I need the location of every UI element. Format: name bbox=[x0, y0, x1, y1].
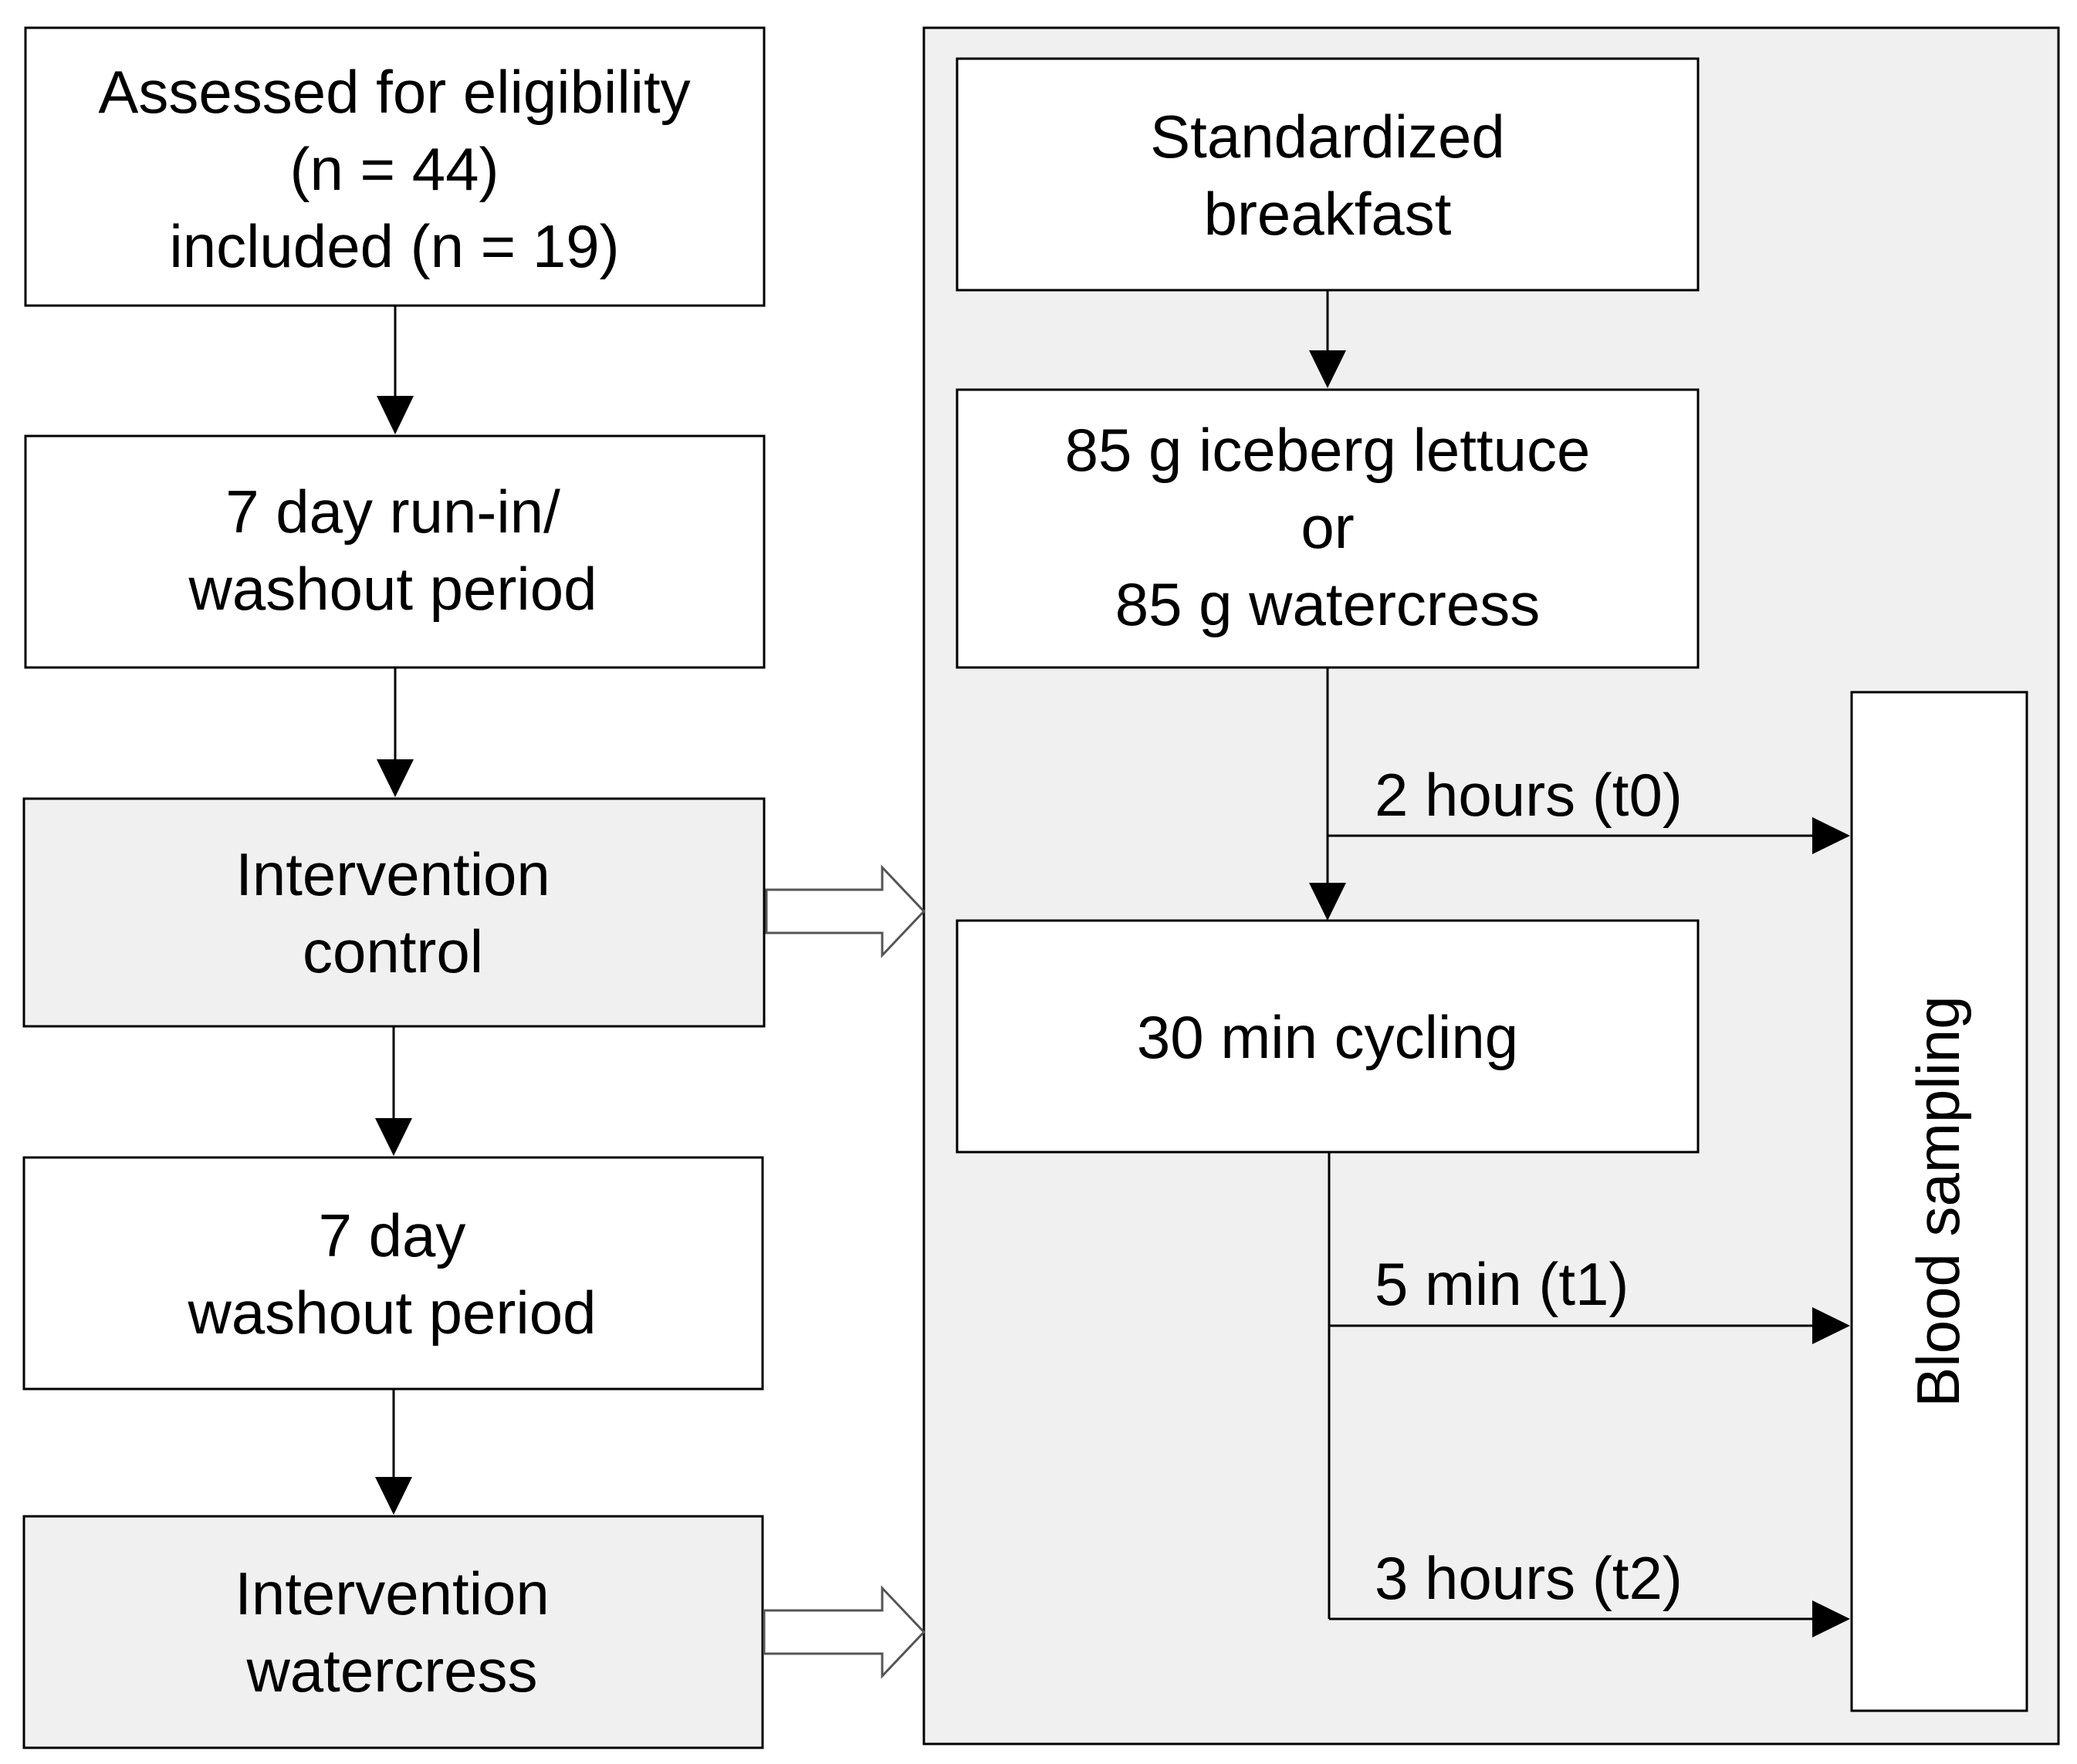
intervention-watercress-label-line2: watercress bbox=[245, 1637, 537, 1705]
intervention-control-label-line1: Intervention bbox=[235, 840, 550, 908]
blood-sampling-label: Blood sampling bbox=[1904, 995, 1972, 1407]
food-label-line3: 85 g watercress bbox=[1115, 570, 1541, 638]
run-in-label-line2: washout period bbox=[188, 555, 597, 623]
intervention-watercress-label-line1: Intervention bbox=[235, 1560, 550, 1627]
arrowhead-control-to-washout bbox=[375, 1118, 412, 1156]
arrowhead-food-to-cycling bbox=[1309, 883, 1346, 921]
breakfast-label-line1: Standardized bbox=[1150, 103, 1505, 171]
timepoint-t0-label: 2 hours (t0) bbox=[1375, 761, 1683, 829]
blood-sampling-box: Blood sampling bbox=[1850, 691, 2028, 1712]
eligibility-label-line2: (n = 44) bbox=[290, 135, 499, 203]
eligibility-label-line1: Assessed for eligibility bbox=[98, 58, 690, 126]
eligibility-box: Assessed for eligibility (n = 44) includ… bbox=[24, 26, 766, 307]
arrowhead-run-in-to-control bbox=[377, 759, 414, 797]
run-in-box: 7 day run-in/ washout period bbox=[24, 434, 766, 669]
washout-box: 7 day washout period bbox=[22, 1156, 764, 1391]
food-label-line1: 85 g iceberg lettuce bbox=[1065, 416, 1591, 484]
arrowhead-t1 bbox=[1812, 1307, 1850, 1344]
intervention-control-box: Intervention control bbox=[22, 797, 766, 1028]
arrowhead-breakfast-to-food bbox=[1309, 350, 1346, 388]
arrowhead-washout-to-watercress bbox=[375, 1477, 412, 1515]
arrowhead-t0 bbox=[1812, 817, 1850, 854]
cycling-box: 30 min cycling bbox=[956, 919, 1700, 1154]
arrowhead-t2 bbox=[1812, 1600, 1850, 1637]
washout-label-line1: 7 day bbox=[319, 1201, 466, 1269]
food-box: 85 g iceberg lettuce or 85 g watercress bbox=[956, 388, 1700, 669]
food-label-line2: or bbox=[1301, 493, 1354, 561]
block-arrow-control-to-protocol bbox=[765, 864, 926, 958]
cycling-label: 30 min cycling bbox=[1137, 1003, 1518, 1071]
breakfast-label-line2: breakfast bbox=[1204, 180, 1452, 248]
washout-label-line2: washout period bbox=[187, 1279, 596, 1347]
run-in-label-line1: 7 day run-in/ bbox=[225, 478, 560, 546]
timepoint-t1-label: 5 min (t1) bbox=[1375, 1250, 1629, 1318]
intervention-watercress-box: Intervention watercress bbox=[22, 1515, 764, 1749]
arrowhead-eligibility-to-run-in bbox=[377, 396, 414, 434]
timepoint-t2-label: 3 hours (t2) bbox=[1375, 1544, 1683, 1612]
eligibility-label-line3: included (n = 19) bbox=[169, 212, 619, 280]
intervention-control-label-line2: control bbox=[303, 917, 483, 985]
block-arrow-watercress-to-protocol bbox=[763, 1585, 926, 1679]
breakfast-box: Standardized breakfast bbox=[956, 57, 1700, 292]
